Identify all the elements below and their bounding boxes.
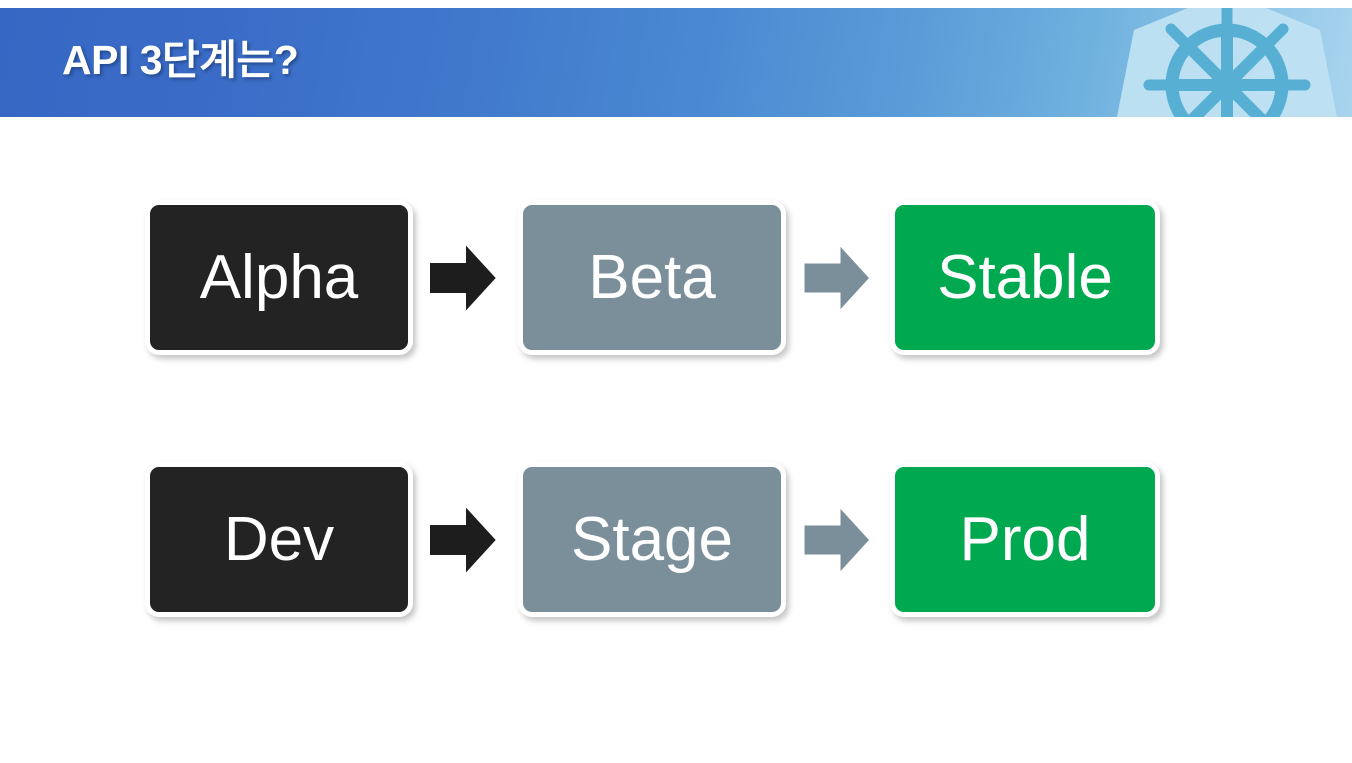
stage-box-dev[interactable]: Dev xyxy=(145,462,413,617)
stage-box-beta-label: Beta xyxy=(588,242,716,312)
stage-box-beta[interactable]: Beta xyxy=(518,200,786,355)
flow-row-api-maturity: Alpha Beta Stable xyxy=(0,192,1352,362)
block-arrow-right-icon xyxy=(428,502,499,578)
stage-box-alpha[interactable]: Alpha xyxy=(145,200,413,355)
stage-box-stable[interactable]: Stable xyxy=(890,200,1160,355)
arrow-alpha-to-beta xyxy=(427,240,499,316)
block-arrow-right-icon xyxy=(801,240,873,316)
page-title: API 3단계는? xyxy=(62,37,299,83)
kubernetes-logo xyxy=(1102,8,1352,117)
block-arrow-right-icon xyxy=(801,502,873,578)
stage-box-prod[interactable]: Prod xyxy=(890,462,1160,617)
stage-box-stable-label: Stable xyxy=(937,242,1113,312)
arrow-stage-to-prod xyxy=(801,502,873,578)
slide-header-banner: API 3단계는? xyxy=(0,8,1352,117)
stage-box-alpha-label: Alpha xyxy=(199,242,359,312)
helm-wheel-icon xyxy=(1143,8,1311,117)
arrow-beta-to-stable xyxy=(801,240,873,316)
stage-box-stage[interactable]: Stage xyxy=(518,462,786,617)
stage-box-stage-label: Stage xyxy=(570,504,734,574)
flow-row-environments: Dev Stage Prod xyxy=(0,454,1352,624)
arrow-dev-to-stage xyxy=(427,502,499,578)
stage-box-prod-label: Prod xyxy=(959,504,1091,574)
stage-box-dev-label: Dev xyxy=(223,504,335,574)
block-arrow-right-icon xyxy=(428,240,499,316)
